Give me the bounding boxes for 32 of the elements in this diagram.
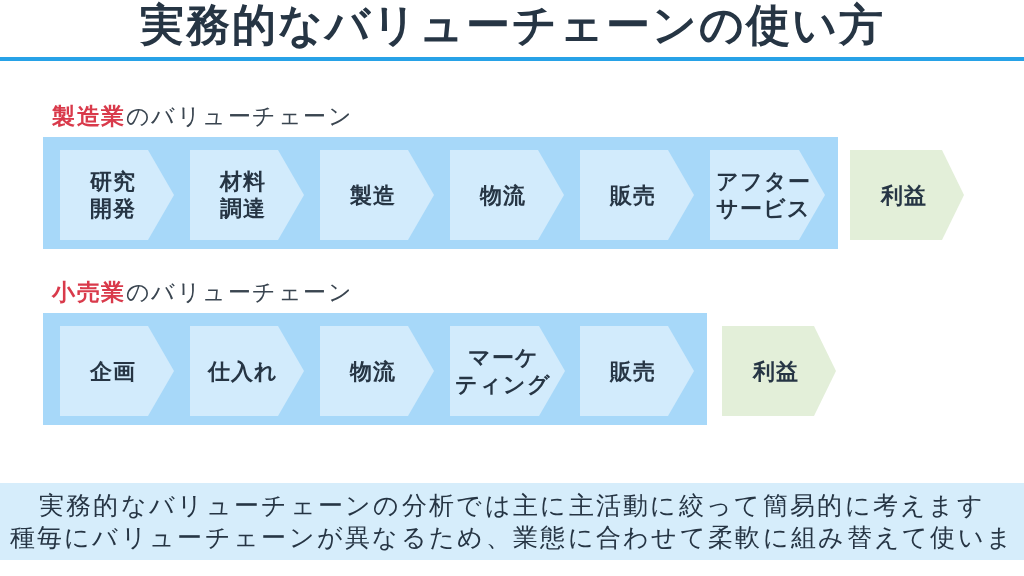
step-label: 利益 [880,181,927,209]
note-band [0,483,1024,560]
note-text: 種毎にバリューチェーンが異なるため、業態に合わせて柔軟に組み替えて使いま [9,521,1015,554]
step-label: 製造 [349,181,396,209]
step-label: 企画 [89,357,136,385]
process-step [710,150,825,240]
step-label: 研究開発 [88,168,137,222]
step-label: 利益 [752,357,799,385]
step-label: アフターサービス [714,168,812,222]
process-step [450,150,564,240]
step-label: マーケティング [454,344,552,398]
process-step [850,150,964,240]
note-text: 実務的なバリューチェーンの分析では主に主活動に絞って簡易的に考えます [38,489,986,522]
title: 実務的なバリューチェーンの使い方 [139,0,885,50]
step-label: 物流 [349,357,396,385]
step-label: 仕入れ [207,357,278,385]
step-label: 販売 [609,357,656,385]
process-step [60,150,174,240]
process-step [190,326,304,416]
process-step [580,150,694,240]
process-step [320,150,434,240]
step-label: 材料調達 [218,168,267,222]
process-step [60,326,174,416]
step-label: 物流 [479,181,526,209]
section-heading: 小売業のバリューチェーン [52,278,353,306]
process-step [722,326,836,416]
process-step [580,326,694,416]
process-step [450,326,565,416]
process-step [320,326,434,416]
step-label: 販売 [609,181,656,209]
process-step [190,150,304,240]
section-heading: 製造業のバリューチェーン [52,102,353,130]
